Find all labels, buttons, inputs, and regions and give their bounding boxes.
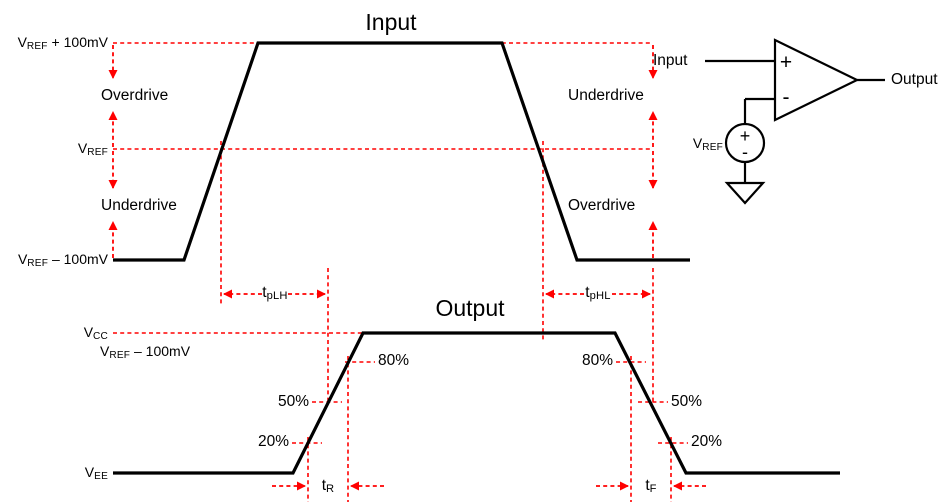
vref-high-v: V <box>17 34 27 50</box>
underdrive-label-right: Underdrive <box>568 87 644 104</box>
rise-20-label: 20% <box>257 433 289 450</box>
vcc-note-sub: REF <box>109 349 131 361</box>
vref-low-v: V <box>17 251 28 267</box>
input-level-low-label: VREF – 100mV <box>18 252 108 269</box>
input-level-high-label: VREF + 100mV <box>18 35 108 52</box>
source-plus-label: + <box>739 126 751 146</box>
circuit-vref-sub: REF <box>702 141 723 153</box>
vref-high-sub: REF <box>26 40 48 52</box>
output-waveform <box>113 331 840 475</box>
output-level-vcc-label: VCC <box>84 325 108 342</box>
comparator-circuit <box>705 38 885 205</box>
vref-low-sub: REF <box>27 257 49 269</box>
opamp-plus-label: + <box>779 51 793 74</box>
rise-50-label: 50% <box>277 393 309 410</box>
circuit-input-label: Input <box>653 52 688 69</box>
vref-low-rest: – 100mV <box>48 251 108 267</box>
fall-50-label: 50% <box>671 393 703 410</box>
output-title: Output <box>435 295 505 321</box>
fall-20-label: 20% <box>691 433 723 450</box>
output-vcc-note-label: VREF – 100mV <box>100 344 190 361</box>
opamp-triangle-icon <box>773 38 860 122</box>
input-crossing-droplines <box>220 141 654 402</box>
tf-label: tF <box>645 478 656 495</box>
tphl-sub: pHL <box>589 290 611 302</box>
vref-mid-sub: REF <box>87 146 108 158</box>
input-waveform <box>113 41 690 262</box>
tr-t: t <box>321 477 327 494</box>
input-level-mid-label: VREF <box>78 141 108 158</box>
input-title: Input <box>365 9 417 35</box>
vee-sub: EE <box>94 470 108 482</box>
vee-v: V <box>84 464 95 480</box>
output-level-vee-label: VEE <box>85 465 108 482</box>
source-minus-label: - <box>742 142 748 162</box>
circuit-output-label: Output <box>891 71 938 88</box>
opamp-minus-label: - <box>782 86 790 109</box>
underdrive-label-left: Underdrive <box>101 197 177 214</box>
overdrive-label-left: Overdrive <box>101 87 169 104</box>
tphl-label: tpHL <box>585 285 610 302</box>
tf-sub: F <box>649 483 657 495</box>
vcc-note-v: V <box>100 343 110 359</box>
vcc-note-rest: – 100mV <box>130 343 191 359</box>
vref-mid-v: V <box>77 140 88 156</box>
tplh-t: t <box>262 284 267 301</box>
tphl-t: t <box>585 284 590 301</box>
vcc-v: V <box>83 324 94 340</box>
tr-label: tR <box>322 478 335 495</box>
overdrive-label-right: Overdrive <box>568 197 636 214</box>
circuit-vref-v: V <box>692 135 703 151</box>
tr-sub: R <box>326 483 335 495</box>
circuit-vref-label: VREF <box>693 136 723 153</box>
tplh-sub: pLH <box>266 290 288 302</box>
tf-t: t <box>645 477 650 494</box>
tplh-label: tpLH <box>262 285 287 302</box>
rise-80-label: 80% <box>378 352 410 369</box>
vcc-sub: CC <box>93 330 108 342</box>
ground-symbol-icon <box>724 181 766 205</box>
fall-80-label: 80% <box>581 352 613 369</box>
vref-high-rest: + 100mV <box>47 34 108 50</box>
